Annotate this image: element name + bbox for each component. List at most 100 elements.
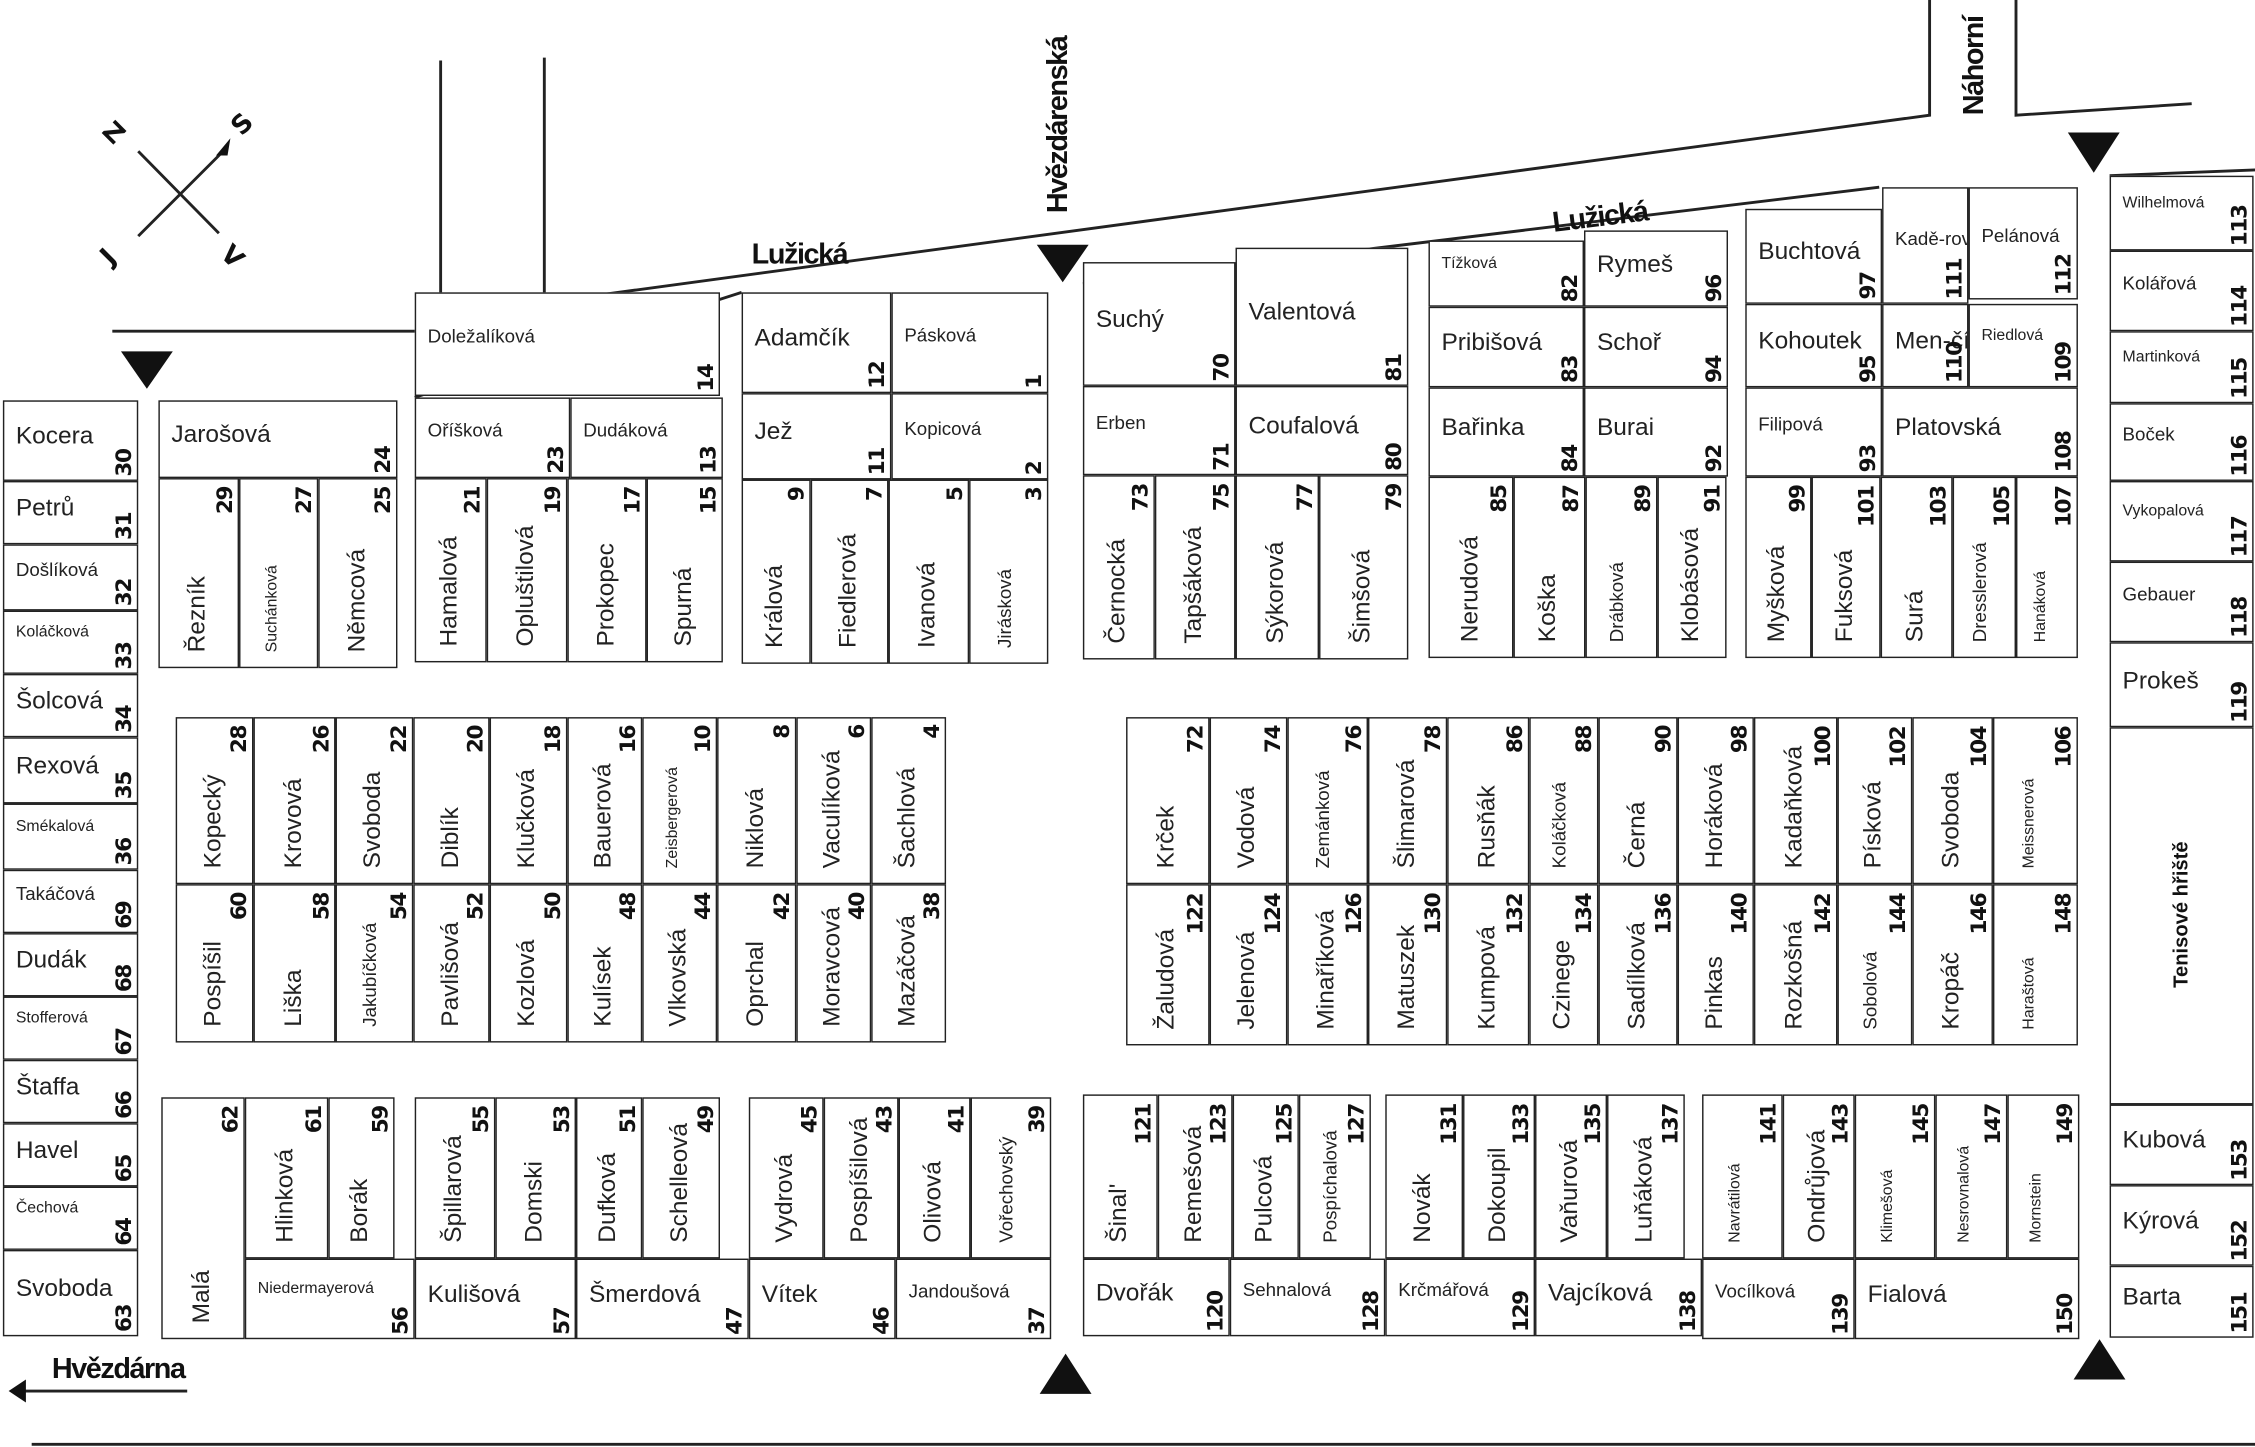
plot[interactable]: Kadě-rová111 — [1882, 187, 1969, 304]
tennis-court[interactable]: Tenisové hřiště — [2109, 727, 2254, 1105]
plot[interactable]: Men-čík110 — [1882, 303, 1969, 388]
